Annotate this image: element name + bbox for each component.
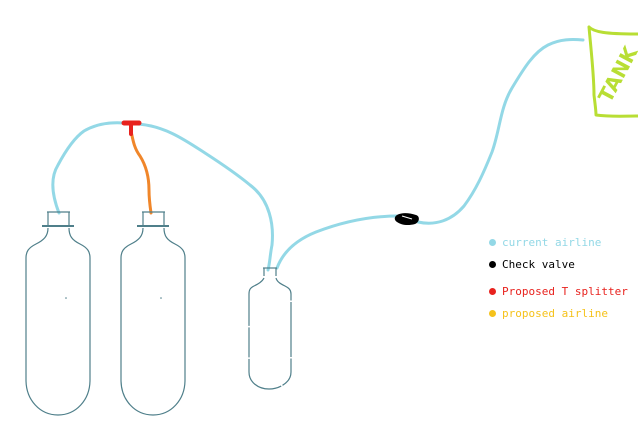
legend-label-current-airline: current airline [502, 236, 602, 249]
tank-label: TANK [593, 41, 638, 106]
legend-label-t-splitter: Proposed T splitter [502, 285, 628, 298]
legend-label-proposed-airline: proposed airline [502, 307, 608, 320]
check-valve-dot-icon [489, 261, 496, 268]
current-airline-to-tank [416, 38, 585, 225]
cylinder-3-valve-icon [263, 267, 277, 276]
cylinder-3 [248, 267, 292, 390]
current-airline-main [136, 122, 274, 272]
tank-icon: TANK [587, 25, 638, 118]
proposed-airline-dot-icon [489, 310, 496, 317]
proposed-airline [129, 129, 153, 215]
cylinder-2 [120, 211, 186, 416]
cylinder-2-valve-icon [137, 211, 169, 227]
legend-item-t-splitter: Proposed T splitter [489, 285, 628, 298]
check-valve-icon [394, 213, 419, 226]
legend-item-proposed-airline: proposed airline [489, 307, 608, 320]
t-splitter-icon [121, 120, 142, 136]
cylinder-1 [25, 211, 91, 416]
current-airline-left-branch [51, 121, 126, 215]
cylinder-1-valve-icon [42, 211, 74, 227]
legend-label-check-valve: Check valve [502, 258, 575, 271]
legend-item-current-airline: current airline [489, 236, 601, 249]
current-airline-dot-icon [489, 239, 496, 246]
t-splitter-dot-icon [489, 288, 496, 295]
current-airline-to-check-valve [275, 214, 400, 270]
legend-item-check-valve: Check valve [489, 258, 575, 271]
